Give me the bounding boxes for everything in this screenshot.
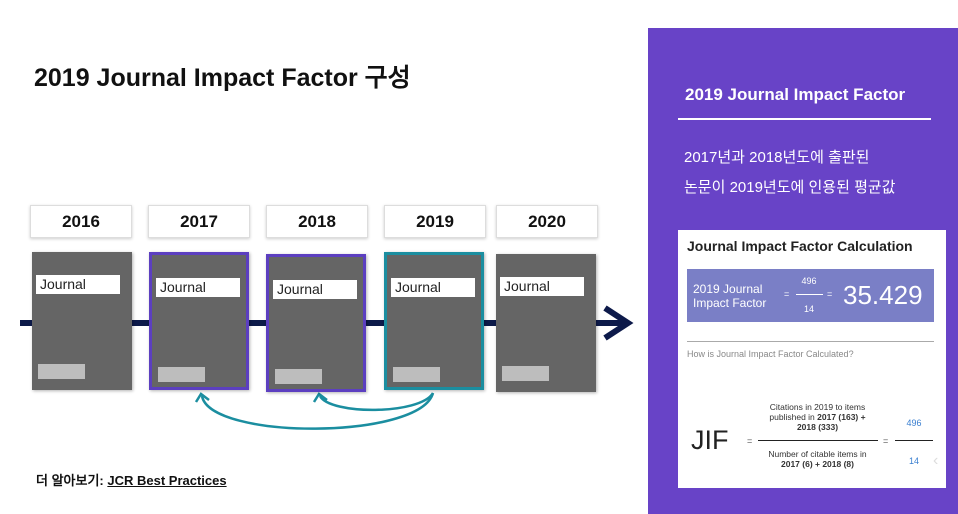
jif-denominator-text: Number of citable items in 2017 (6) + 20… [755,449,880,469]
learn-more: 더 알아보기: JCR Best Practices [36,470,227,489]
journal-label: Journal [500,277,584,296]
calc-divider [687,341,934,342]
year-label-2019: 2019 [384,205,486,238]
box-numerator: 496 [801,276,817,286]
num-text-1: Citations in 2019 to items [769,402,866,412]
year-label-2018: 2018 [266,205,368,238]
journal-card-2016: Journal [32,252,132,390]
page-title: 2019 Journal Impact Factor 구성 [34,64,411,92]
panel-desc-line1: 2017년과 2018년도에 출판된 [684,149,870,166]
placeholder-bar [393,367,440,382]
year-label-2020: 2020 [496,205,598,238]
equals-sign: = [883,436,889,446]
placeholder-bar [38,364,85,379]
citation-arrow-2018 [318,392,435,412]
calc-result-box: 2019 Journal Impact Factor = 496 14 = 35… [687,269,934,322]
box-label-2: Impact Factor [693,296,767,310]
placeholder-bar [158,367,205,382]
year-label-2016: 2016 [30,205,132,238]
num-text-2b: 2017 (163) + [817,412,866,422]
equals-sign: = [784,289,790,299]
jif-numerator-text: Citations in 2019 to items published in … [755,402,880,432]
chevron-left-icon[interactable]: ‹ [933,452,939,469]
journal-label: Journal [273,280,357,299]
journal-card-2019: Journal [384,252,484,390]
jif-den-value: 14 [908,456,919,466]
journal-label: Journal [156,278,240,297]
journal-card-2017: Journal [149,252,249,390]
calc-title: Journal Impact Factor Calculation [687,238,913,254]
journal-card-2020: Journal [496,254,596,392]
jif-result: 35.429 [843,280,923,310]
year-label-2017: 2017 [148,205,250,238]
learn-more-prefix: 더 알아보기: [36,473,108,488]
num-text-2: published in 2017 (163) + [755,412,880,422]
jif-num-value: 496 [906,418,922,428]
num-text-2a: published in [769,412,818,422]
panel-divider [678,118,931,120]
panel-desc-line2: 논문이 2019년도에 인용된 평균값 [684,179,896,196]
journal-card-2018: Journal [266,254,366,392]
box-label-1: 2019 Journal [693,282,763,296]
den-text-2: 2017 (6) + 2018 (8) [780,459,854,469]
jif-value-bar [895,440,933,441]
journal-label: Journal [391,278,475,297]
equals-sign: = [827,289,833,299]
box-denominator: 14 [803,304,814,314]
placeholder-bar [275,369,322,384]
journal-label: Journal [36,275,120,294]
jif-label: JIF [691,425,729,455]
num-text-3: 2018 (333) [796,422,839,432]
jif-fraction-bar [758,440,878,441]
den-text-1: Number of citable items in [768,449,867,459]
placeholder-bar [502,366,549,381]
jcr-best-practices-link[interactable]: JCR Best Practices [107,473,227,488]
equals-sign: = [747,436,753,446]
citation-arrow-2017 [200,392,435,430]
calc-how-heading: How is Journal Impact Factor Calculated? [687,349,854,359]
fraction-bar [796,294,823,295]
panel-title: 2019 Journal Impact Factor [685,85,906,104]
